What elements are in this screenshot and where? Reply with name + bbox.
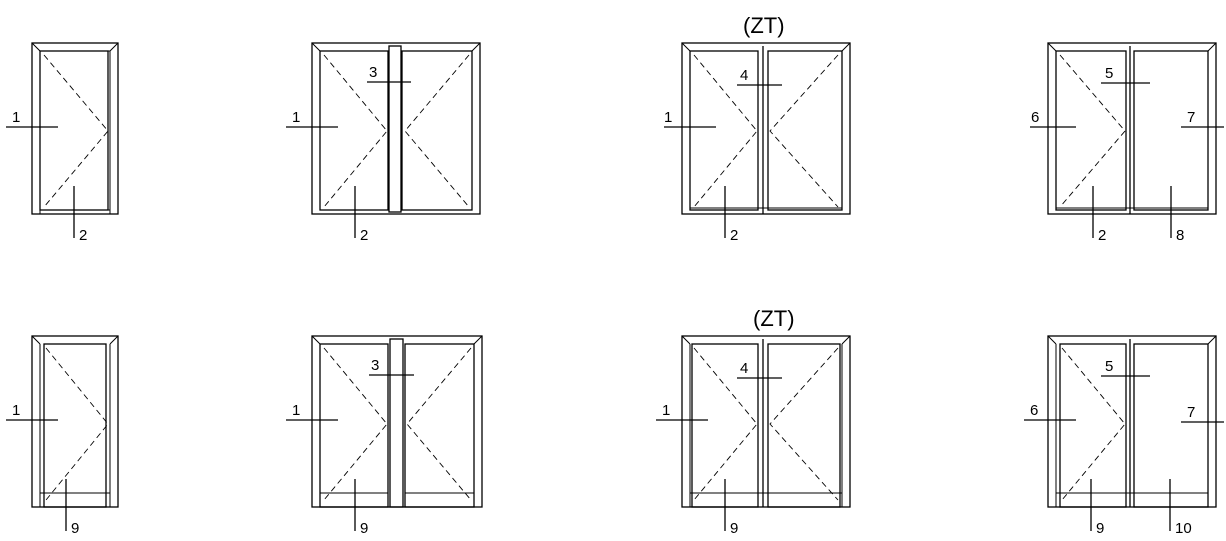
label-9: 9 (360, 520, 368, 536)
label-9: 9 (1096, 520, 1104, 536)
label-1: 1 (12, 109, 20, 126)
door-double-leaf-bottom: (ZT) 1 4 9 (656, 306, 851, 537)
door-side-panel-top: 6 5 7 2 8 (1030, 42, 1224, 244)
label-1: 1 (664, 109, 672, 126)
label-4: 4 (740, 360, 748, 377)
door-double-leaf-top: (ZT) 1 4 2 (664, 13, 851, 244)
label-5: 5 (1105, 358, 1113, 375)
door-single-bottom: 1 9 (6, 335, 119, 537)
label-9: 9 (71, 520, 79, 536)
label-8: 8 (1176, 227, 1184, 244)
zt-caption: (ZT) (753, 306, 795, 331)
label-1: 1 (292, 402, 300, 419)
zt-caption: (ZT) (743, 13, 785, 38)
label-1: 1 (292, 109, 300, 126)
label-9: 9 (730, 520, 738, 536)
label-6: 6 (1030, 402, 1038, 419)
door-double-post-bottom: 1 3 9 (286, 335, 483, 537)
label-2: 2 (730, 227, 738, 244)
label-6: 6 (1031, 109, 1039, 126)
door-side-panel-bottom: 6 5 7 9 10 (1024, 335, 1224, 537)
label-2: 2 (360, 227, 368, 244)
label-5: 5 (1105, 65, 1113, 82)
door-double-post-top: 1 3 2 (286, 42, 481, 244)
label-10: 10 (1175, 520, 1192, 536)
label-2: 2 (79, 227, 87, 244)
label-2: 2 (1098, 227, 1106, 244)
label-1: 1 (662, 402, 670, 419)
label-1: 1 (12, 402, 20, 419)
label-3: 3 (371, 357, 379, 374)
door-single-top: 1 2 (6, 42, 119, 244)
label-7: 7 (1187, 404, 1195, 421)
label-7: 7 (1187, 109, 1195, 126)
label-3: 3 (369, 64, 377, 81)
label-4: 4 (740, 67, 748, 84)
